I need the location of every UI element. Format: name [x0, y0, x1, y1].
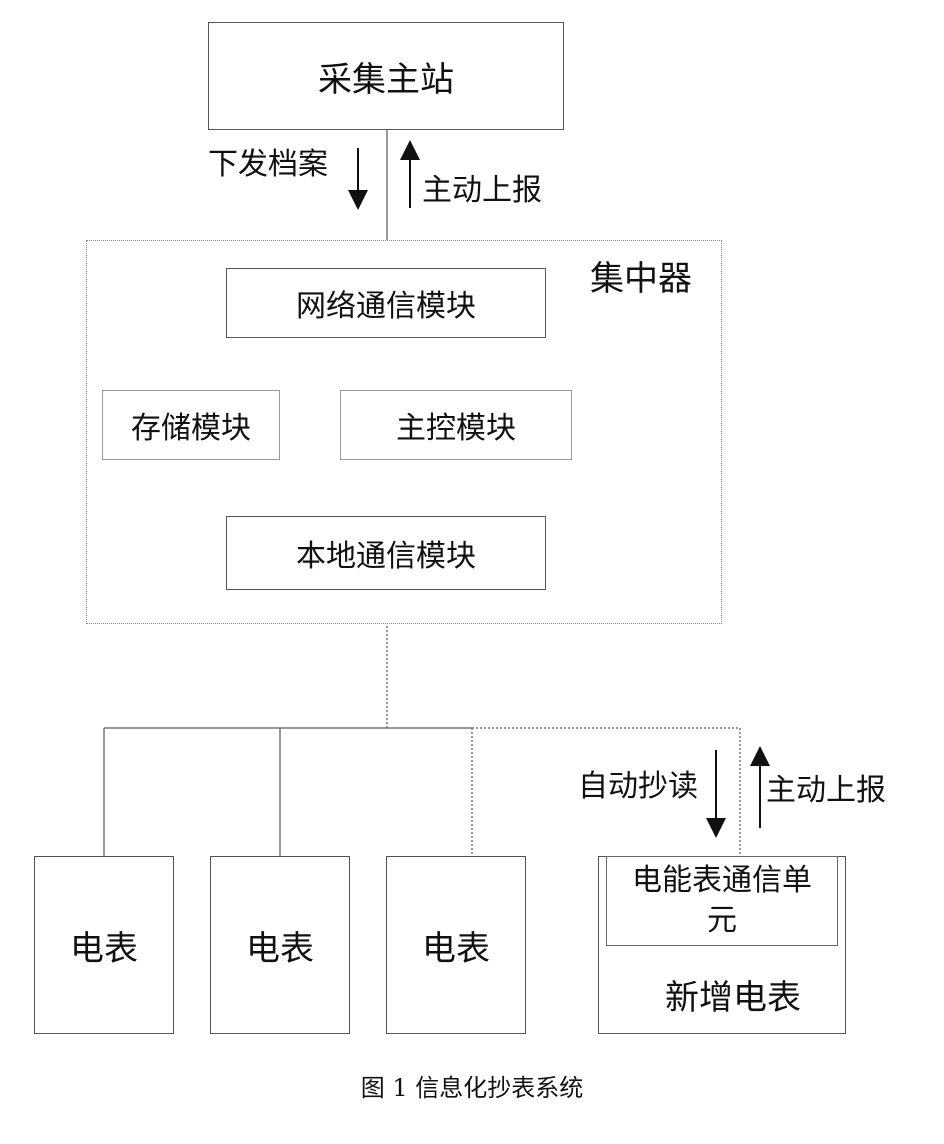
main-control-module-box: 主控模块 [340, 390, 572, 460]
comm-unit-label-line2: 元 [707, 903, 737, 938]
uplink-bottom-label: 主动上报 [766, 773, 886, 808]
storage-module-box: 存储模块 [102, 390, 280, 460]
meter-label-3: 电表 [422, 928, 490, 969]
meter-label-1: 电表 [70, 928, 138, 969]
comm-unit-box: 电能表通信单 元 [606, 856, 838, 946]
network-module-label: 网络通信模块 [296, 289, 476, 324]
master-station-box: 采集主站 [208, 22, 564, 130]
comm-unit-label-line1: 电能表通信单 [632, 863, 812, 898]
local-module-label: 本地通信模块 [296, 539, 476, 574]
network-module-box: 网络通信模块 [226, 268, 546, 338]
main-control-module-label: 主控模块 [396, 411, 516, 446]
storage-module-label: 存储模块 [131, 411, 251, 446]
master-station-label: 采集主站 [318, 59, 454, 100]
figure-caption: 图 1 信息化抄表系统 [360, 1074, 584, 1102]
meter-box-3: 电表 [386, 856, 526, 1034]
auto-read-label: 自动抄读 [578, 769, 698, 804]
meter-label-2: 电表 [246, 928, 314, 969]
local-module-box: 本地通信模块 [226, 516, 546, 590]
uplink-top-label: 主动上报 [422, 173, 542, 208]
meter-box-2: 电表 [210, 856, 350, 1034]
meter-box-1: 电表 [34, 856, 174, 1034]
downlink-label: 下发档案 [208, 147, 328, 182]
new-meter-label: 新增电表 [665, 978, 801, 1018]
concentrator-label: 集中器 [590, 259, 692, 299]
